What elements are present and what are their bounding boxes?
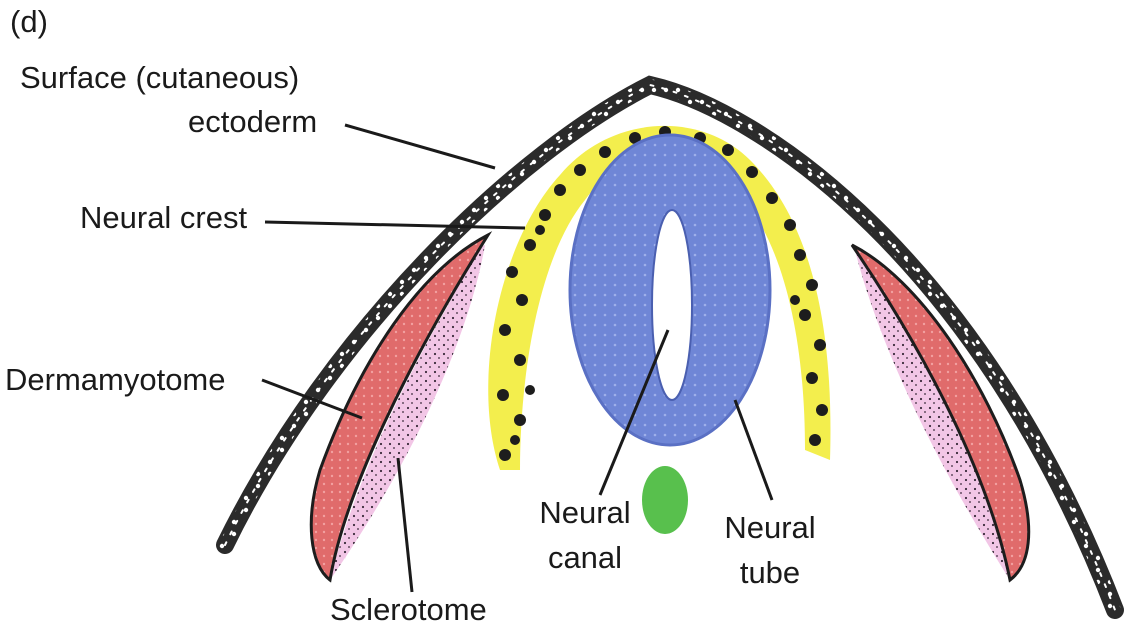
neural-canal [652, 210, 692, 400]
leader-neural-crest [265, 222, 525, 228]
label-neural-canal-line2: canal [530, 540, 640, 576]
panel-letter: (d) [10, 4, 48, 40]
label-dermamyotome: Dermamyotome [5, 362, 226, 398]
label-neural-canal-line1: Neural [530, 495, 640, 531]
leader-sclerotome [398, 458, 412, 592]
label-neural-crest: Neural crest [80, 200, 247, 236]
notochord [642, 466, 688, 534]
label-surface-ectoderm-line1: Surface (cutaneous) [20, 60, 299, 96]
label-surface-ectoderm-line2: ectoderm [188, 104, 317, 140]
label-sclerotome: Sclerotome [330, 592, 487, 628]
label-neural-tube-line1: Neural [715, 510, 825, 546]
leader-neural-tube [735, 400, 772, 500]
leader-ectoderm [345, 125, 495, 168]
label-neural-tube-line2: tube [715, 555, 825, 591]
